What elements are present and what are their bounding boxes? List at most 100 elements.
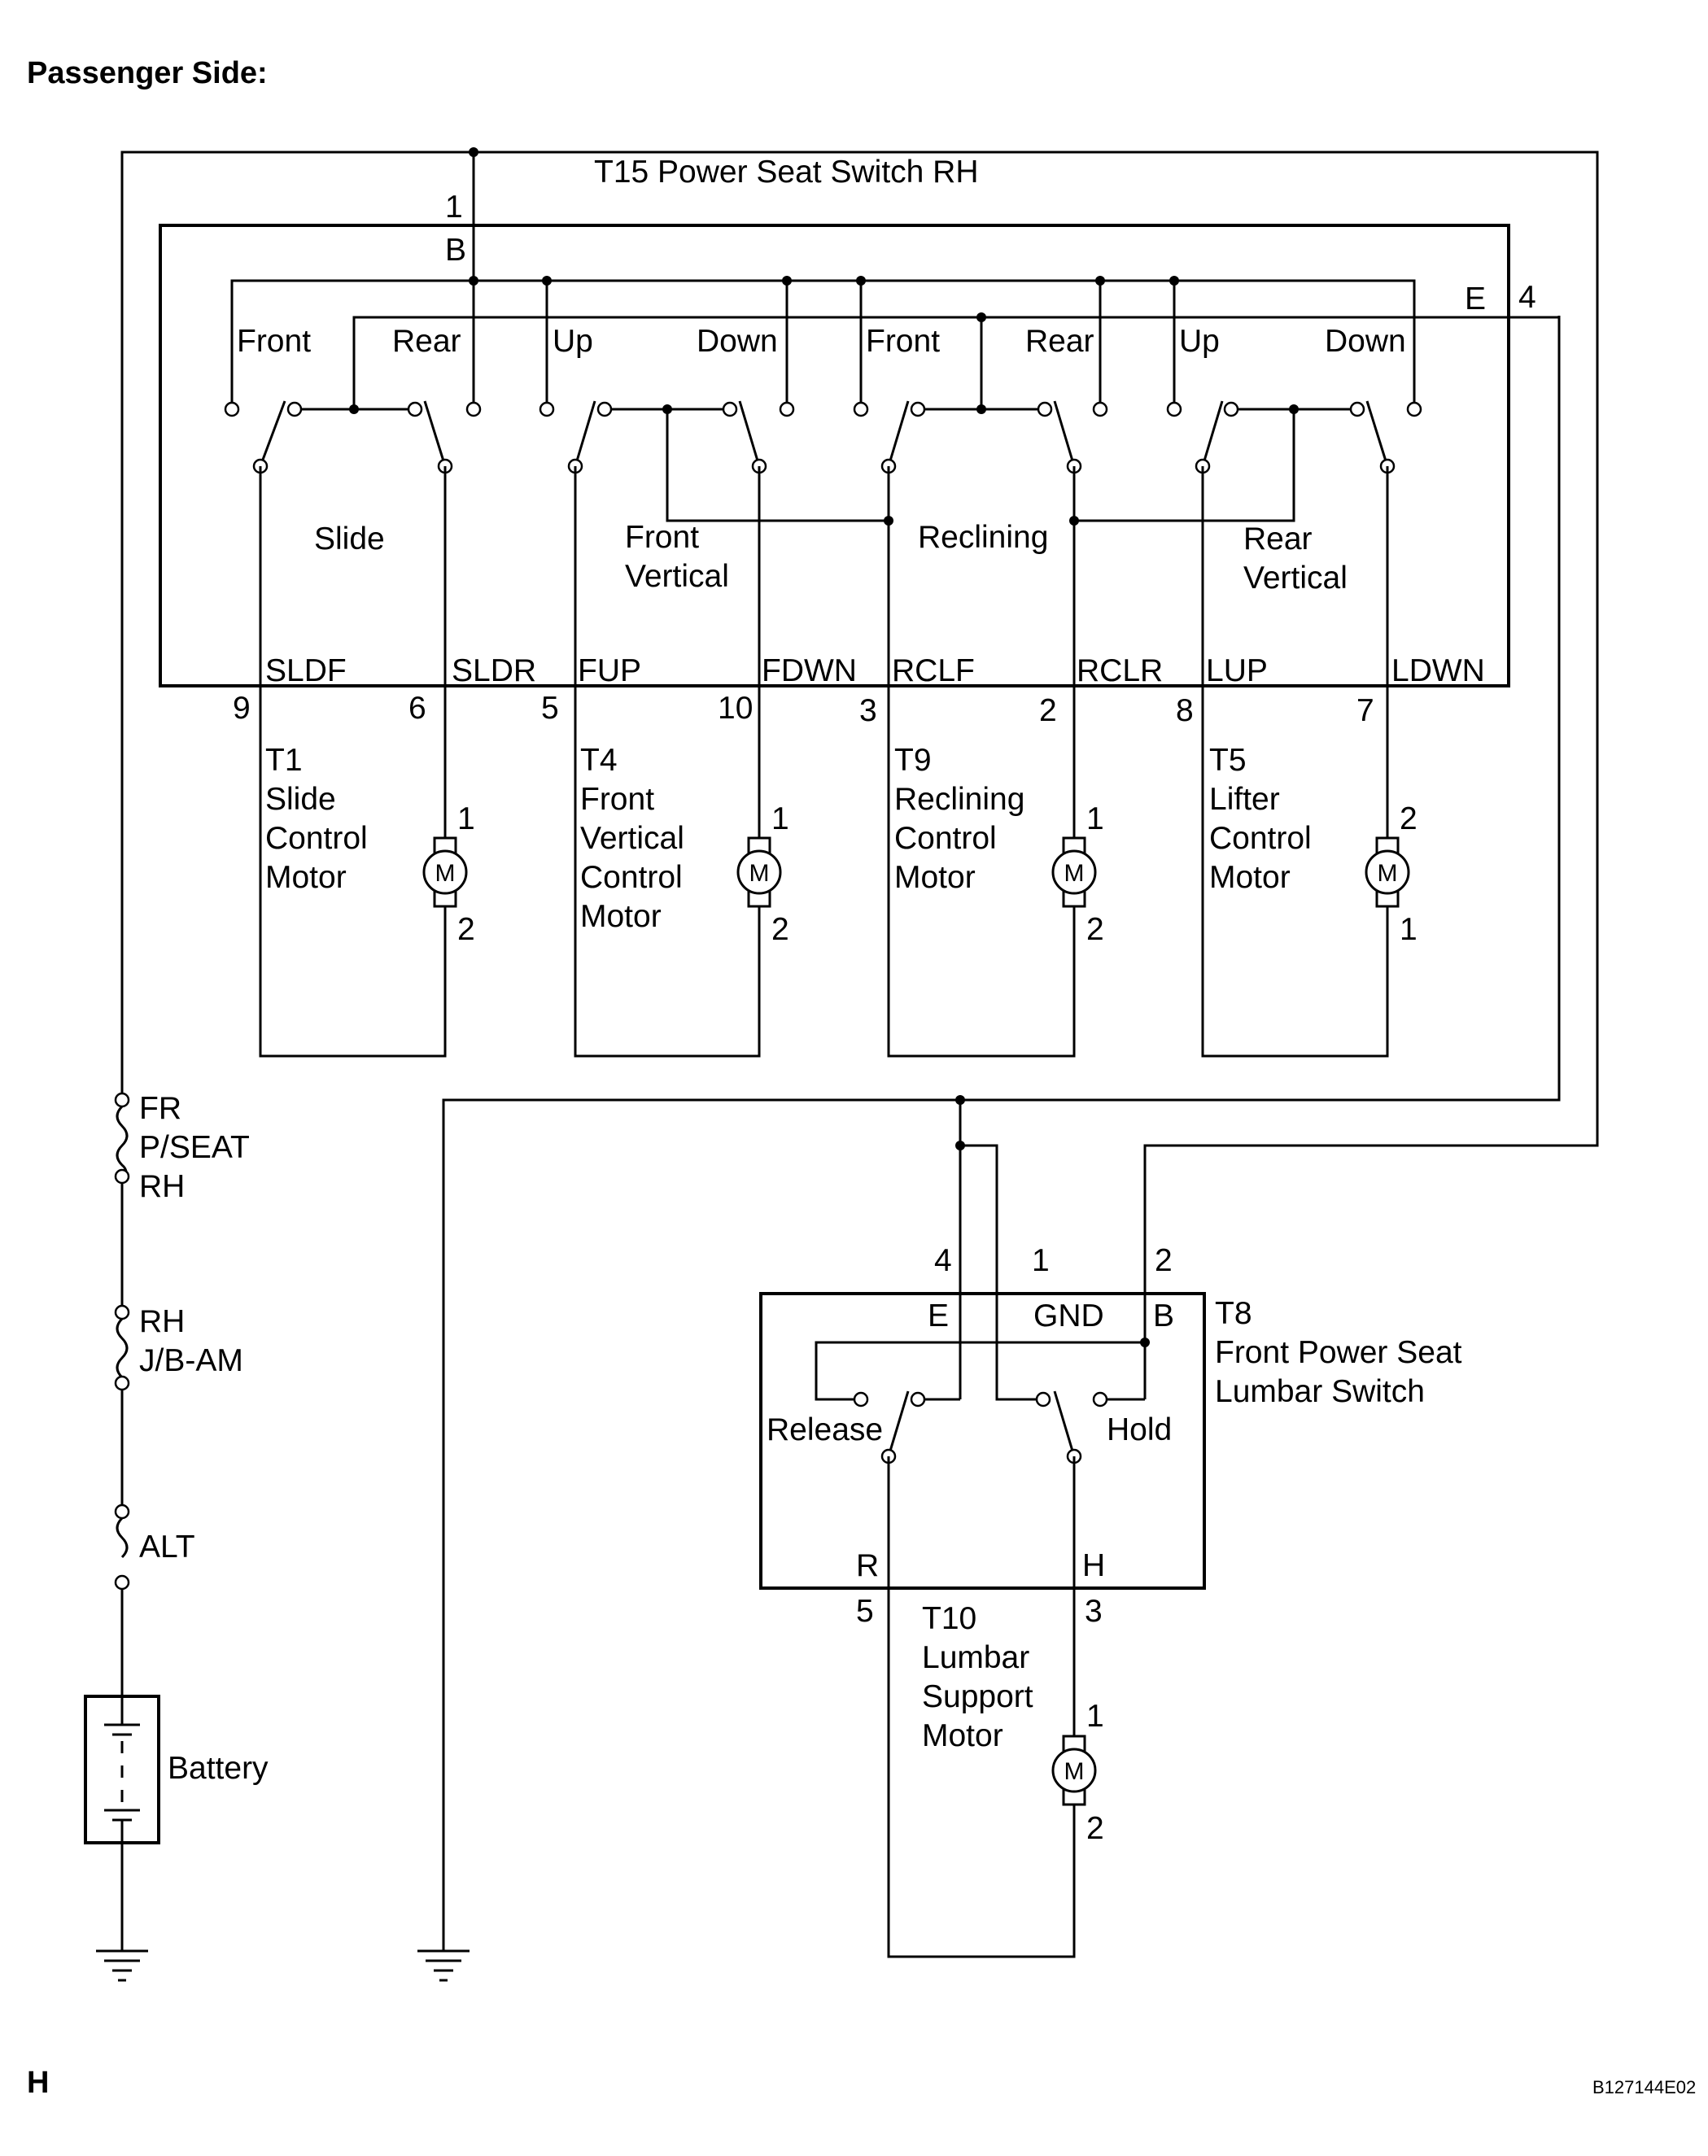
ground-icon <box>96 1949 148 1982</box>
motor-t10-label-4: Motor <box>922 1718 1003 1753</box>
pin-num-fdwn: 10 <box>718 691 753 726</box>
group-label-slide: Slide <box>314 522 385 556</box>
motor-t10-label-3: Support <box>922 1679 1033 1714</box>
switch-slide <box>224 400 482 474</box>
motor-t5-top-pin: 2 <box>1400 801 1418 836</box>
group-label-rear-vertical-2: Vertical <box>1243 561 1348 596</box>
terminal-fdwn: FDWN <box>762 653 857 688</box>
pos-label-rv-down: Down <box>1325 324 1406 359</box>
group-label-rear-vertical-1: Rear <box>1243 522 1313 556</box>
pin-num-sldf: 9 <box>233 691 251 726</box>
motor-t10: M 1 2 T10 Lumbar Support Motor <box>887 1456 1104 1958</box>
battery-icon <box>84 1695 160 1844</box>
motor-t1-label-2: Slide <box>265 782 336 817</box>
motor-t9-top-pin: 1 <box>1086 801 1104 836</box>
fuse-fr-pseat-rh-icon <box>116 1105 129 1182</box>
t15-housing <box>159 224 1510 687</box>
motor-icon <box>1051 849 1097 895</box>
fuse-jb-label-1: RH <box>139 1304 185 1339</box>
t15-pin-e-num: 4 <box>1518 280 1536 315</box>
terminal-sldf: SLDF <box>265 653 347 688</box>
fuse-fr-label-1: FR <box>139 1091 181 1126</box>
motor-t1-label-4: Motor <box>265 860 347 895</box>
fuse-fr-label-2: P/SEAT <box>139 1130 250 1165</box>
motor-t4-label-5: Motor <box>580 899 662 934</box>
ground-icon <box>417 1949 470 1982</box>
motor-symbol: M <box>1064 1758 1085 1785</box>
t8-pin-gnd-label: GND <box>1033 1298 1104 1333</box>
t8-hold-label: Hold <box>1107 1412 1172 1447</box>
fuse-alt-icon <box>116 1517 129 1559</box>
t8-release-label: Release <box>767 1412 883 1447</box>
page-title: Passenger Side: <box>27 56 268 90</box>
motor-t5-bottom-pin: 1 <box>1400 912 1418 947</box>
motor-t9: M 1 2 T9 Reclining Control Motor <box>894 743 1104 947</box>
motor-t1-label-1: T1 <box>265 743 303 778</box>
motor-symbol: M <box>749 860 770 887</box>
terminal-ldwn: LDWN <box>1391 653 1485 688</box>
motor-symbol: M <box>435 860 456 887</box>
motor-t1-bottom-pin: 2 <box>457 912 475 947</box>
group-label-front-vertical-2: Vertical <box>625 559 729 594</box>
motor-t1-label-3: Control <box>265 821 368 856</box>
t8-label-3: Lumbar Switch <box>1215 1374 1425 1409</box>
t8-pin-b-num: 2 <box>1155 1243 1173 1278</box>
motor-t10-label-2: Lumbar <box>922 1640 1029 1675</box>
motor-t10-label-1: T10 <box>922 1601 976 1636</box>
pos-label-slide-front: Front <box>237 324 311 359</box>
pin-num-rclr: 2 <box>1039 693 1057 728</box>
pin-num-fup: 5 <box>541 691 559 726</box>
pin-num-sldr: 6 <box>408 691 426 726</box>
fuse-fr-top-terminal <box>114 1092 130 1108</box>
fuse-jb-label-2: J/B-AM <box>139 1343 243 1378</box>
terminal-fup: FUP <box>578 653 641 688</box>
pos-label-recl-rear: Rear <box>1025 324 1094 359</box>
t15-name: T15 Power Seat Switch RH <box>594 155 979 190</box>
supply-wiring <box>120 147 1599 1951</box>
pos-label-fv-down: Down <box>697 324 778 359</box>
pos-label-rv-up: Up <box>1179 324 1220 359</box>
motor-t5-label-3: Control <box>1209 821 1312 856</box>
t15-pin-b-num: 1 <box>445 190 463 225</box>
motor-t4-bottom-pin: 2 <box>771 912 789 947</box>
fuse-fr-label-3: RH <box>139 1169 185 1204</box>
t8-pin-b-label: B <box>1153 1298 1174 1333</box>
t8-term-h: H <box>1082 1548 1105 1583</box>
pos-label-slide-rear: Rear <box>392 324 461 359</box>
motor-t9-label-3: Control <box>894 821 997 856</box>
motor-t1: M 1 2 T1 Slide Control Motor <box>265 743 475 947</box>
motor-icon <box>736 849 782 895</box>
motor-icon <box>1051 1748 1097 1793</box>
terminal-rclr: RCLR <box>1077 653 1163 688</box>
pin-num-ldwn: 7 <box>1356 693 1374 728</box>
motor-t9-label-2: Reclining <box>894 782 1024 817</box>
motor-t10-top-pin: 1 <box>1086 1699 1104 1734</box>
t8-label-2: Front Power Seat <box>1215 1335 1462 1370</box>
group-label-front-vertical-1: Front <box>625 520 699 555</box>
t8-pin-e-label: E <box>928 1298 949 1333</box>
motor-t9-label-1: T9 <box>894 743 932 778</box>
terminal-rclf: RCLF <box>892 653 975 688</box>
t15-pin-e-label: E <box>1465 282 1486 316</box>
pin-num-lup: 8 <box>1176 693 1194 728</box>
pos-label-recl-front: Front <box>866 324 940 359</box>
t8-lumbar-switch: 4 1 2 E GND B T8 Front Power Seat Lumbar… <box>759 1243 1462 1629</box>
figure-code: B127144E02 <box>1592 2077 1696 2097</box>
motor-icon <box>1365 849 1410 895</box>
motor-t10-bottom-pin: 2 <box>1086 1811 1104 1846</box>
fuse-column: FR P/SEAT RH RH J/B-AM ALT Battery <box>84 1090 470 1982</box>
t8-pin-r-num: 5 <box>856 1594 874 1629</box>
t8-pin-e-num: 4 <box>934 1243 952 1278</box>
motor-t5-label-2: Lifter <box>1209 782 1280 817</box>
t8-label-1: T8 <box>1215 1296 1252 1331</box>
motor-t4-label-1: T4 <box>580 743 618 778</box>
fuse-alt-label: ALT <box>139 1530 195 1565</box>
motor-icon <box>422 849 468 895</box>
page-marker: H <box>27 2066 49 2100</box>
switch-reclining <box>853 400 1108 474</box>
terminal-sldr: SLDR <box>452 653 536 688</box>
motor-t9-bottom-pin: 2 <box>1086 912 1104 947</box>
terminal-lup: LUP <box>1206 653 1268 688</box>
motor-loops <box>259 466 1389 1058</box>
